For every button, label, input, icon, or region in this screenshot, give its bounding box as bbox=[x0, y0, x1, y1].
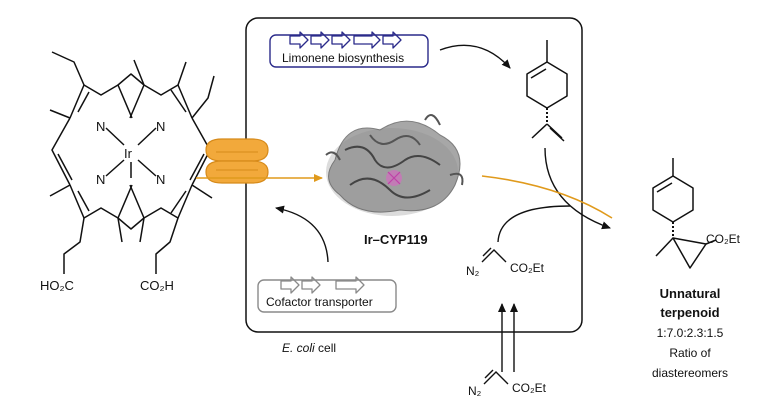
limonene-biosynthesis-label: Limonene biosynthesis bbox=[282, 51, 404, 65]
transporter-to-channel-arrow bbox=[275, 205, 329, 263]
cofactor-transporter-box bbox=[257, 279, 397, 313]
limonene-gene-arrows bbox=[289, 31, 402, 49]
ir-cyp119-protein bbox=[325, 114, 464, 216]
diastereomer-ratio: 1:7.0:2.3:1.5 bbox=[656, 326, 724, 340]
ir-cyp119-label: Ir–CYP119 bbox=[364, 232, 428, 247]
limonene-biosynthesis-box bbox=[269, 34, 429, 68]
ratio-caption-line1: Ratio of bbox=[669, 346, 711, 360]
porphyrin-left-acid: HO₂C bbox=[40, 278, 74, 293]
ecoli-cell-label: E. coli cell bbox=[282, 341, 336, 355]
porphyrin-n-top-left: N bbox=[96, 119, 105, 134]
product-structure bbox=[652, 158, 717, 269]
transporter-gene-arrows bbox=[280, 276, 365, 294]
diazo-outside-ester: CO₂Et bbox=[512, 381, 547, 395]
diazo-reagent-outside bbox=[483, 369, 509, 385]
ir-porphyrin-structure bbox=[49, 51, 215, 274]
diazo-inside-ester: CO₂Et bbox=[510, 261, 545, 275]
product-title-line1: Unnatural bbox=[659, 286, 721, 301]
porphyrin-n-top-right: N bbox=[156, 119, 165, 134]
product-title-line2: terpenoid bbox=[660, 305, 720, 320]
enzyme-to-product-arrow bbox=[481, 175, 613, 219]
cofactor-transporter-label: Cofactor transporter bbox=[266, 295, 373, 309]
biosynthesis-to-limonene-arrow bbox=[439, 44, 511, 69]
porphyrin-right-acid: CO₂H bbox=[140, 278, 174, 293]
ecoli-species-name: E. coli bbox=[282, 341, 315, 355]
diazo-to-enzyme-arrow bbox=[497, 205, 571, 243]
cell-word: cell bbox=[315, 341, 336, 355]
porphyrin-metal-label: Ir bbox=[124, 146, 133, 161]
porphyrin-labels: N N N N Ir HO₂C CO₂H bbox=[40, 119, 174, 293]
limonene-structure bbox=[526, 40, 568, 142]
diazo-outside-n2: N₂ bbox=[468, 384, 482, 398]
porphyrin-n-bottom-left: N bbox=[96, 172, 105, 187]
product-ester: CO₂Et bbox=[706, 232, 741, 246]
diazo-reagent-inside bbox=[481, 247, 507, 263]
limonene-to-product-arrow bbox=[544, 147, 611, 230]
ratio-caption-line2: diastereomers bbox=[651, 366, 729, 380]
porphyrin-n-bottom-right: N bbox=[156, 172, 165, 187]
cofactor-transporter-channel bbox=[205, 138, 269, 184]
diazo-inside-n2: N₂ bbox=[466, 264, 480, 278]
